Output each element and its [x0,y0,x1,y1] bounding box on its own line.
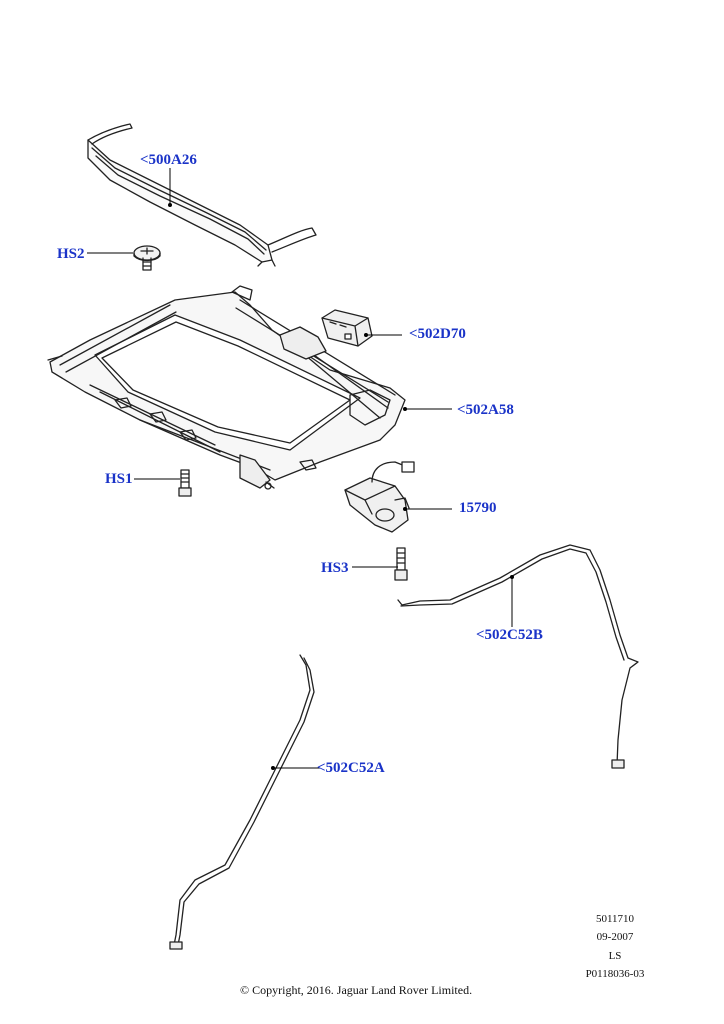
drain-tube-b-part [397,544,639,769]
callout-hs1: HS1 [105,471,133,487]
drain-tube-a-part [169,654,315,950]
callout-502D70: <502D70 [409,326,466,342]
sunroof-frame-part [47,285,406,490]
reference-number: 5011710 [595,913,635,925]
callout-502C52A: <502C52A [317,760,385,776]
leader-lines [87,168,513,769]
hs1-bolt-part [178,469,192,497]
callout-hs3: HS3 [321,560,349,576]
revision-date: 09-2007 [596,931,634,943]
front-seal-part [87,123,317,267]
copyright-notice: © Copyright, 2016. Jaguar Land Rover Lim… [240,983,473,997]
callout-hs2: HS2 [57,246,85,262]
callout-502A58: <502A58 [457,402,514,418]
hs2-screw-part [133,245,161,271]
callout-15790: 15790 [459,500,497,516]
callout-502C52B: <502C52B [476,627,543,643]
model-code: LS [608,950,622,962]
sunroof-motor-part [344,461,415,533]
hs3-bolt-part [394,547,408,581]
control-module-part [321,309,373,347]
leader-dots [168,203,514,770]
callout-500A26: <500A26 [140,152,197,168]
illustration-number: P0118036-03 [585,968,645,980]
